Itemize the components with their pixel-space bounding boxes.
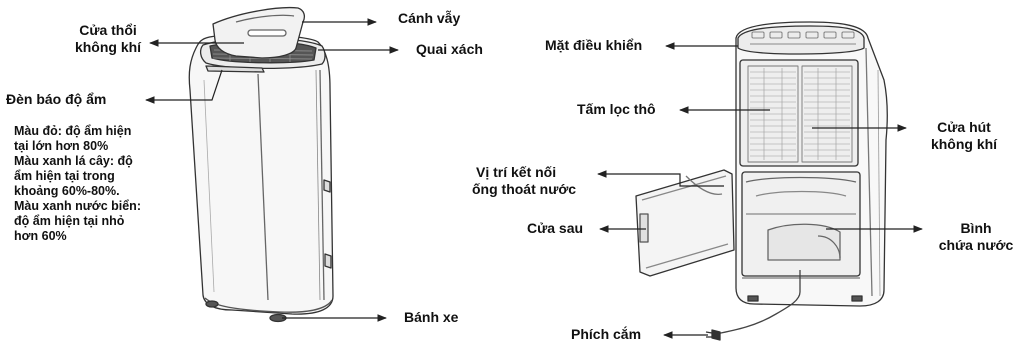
arrow-vi-tri <box>597 170 724 187</box>
left-dehumidifier-illustration <box>188 6 334 323</box>
label-cua-hut-line-2: không khí <box>930 136 998 152</box>
label-vi-tri-line-2: ống thoát nước <box>472 181 577 197</box>
leader-arrows <box>145 18 923 339</box>
label-den-bao-do-am: Đèn báo độ ẩm <box>6 91 107 107</box>
label-banh-xe: Bánh xe <box>404 309 459 325</box>
humidity-legend-line: độ ẩm hiện tại nhỏ <box>14 214 125 228</box>
label-phich-cam: Phích cắm <box>571 326 642 342</box>
humidity-legend: Màu đỏ: độ ẩm hiện tại lớn hơn 80% Màu x… <box>14 124 176 244</box>
humidity-legend-line: khoảng 60%-80%. <box>14 184 120 198</box>
label-tam-loc-tho: Tấm lọc thô <box>577 101 656 117</box>
humidity-legend-line: Màu xanh lá cây: độ <box>14 154 133 168</box>
label-quai-xach: Quai xách <box>416 41 483 57</box>
label-binh-line-2: chứa nước <box>938 237 1014 253</box>
arrow-den-bao <box>145 69 223 104</box>
label-binh-chua-nuoc: Bình chứa nước <box>928 220 1024 254</box>
label-mat-dieu-khien: Mặt điều khiển <box>545 37 643 53</box>
label-binh-line-1: Bình <box>960 220 992 236</box>
label-vi-tri-line-1: Vị trí kết nối <box>476 164 557 180</box>
label-cua-thoi-khong-khi: Cửa thổi không khí <box>60 22 156 56</box>
right-dehumidifier-illustration <box>635 21 888 341</box>
label-cua-hut-line-1: Cửa hút <box>937 119 991 135</box>
humidity-legend-line: Màu xanh nước biển: <box>14 199 141 213</box>
label-canh-vay: Cánh vẫy <box>398 10 461 26</box>
humidity-legend-line: hơn 60% <box>14 229 67 243</box>
humidity-legend-line: ẩm hiện tại trong <box>14 169 115 183</box>
label-cua-thoi-line-1: Cửa thổi <box>79 22 137 38</box>
humidity-legend-line: tại lớn hơn 80% <box>14 139 109 153</box>
humidity-legend-line: Màu đỏ: độ ẩm hiện <box>14 124 132 138</box>
label-cua-sau: Cửa sau <box>527 220 584 236</box>
label-vi-tri-ket-noi: Vị trí kết nối ống thoát nước <box>472 164 576 198</box>
label-cua-thoi-line-2: không khí <box>74 39 142 55</box>
label-cua-hut-khong-khi: Cửa hút không khí <box>916 119 1012 153</box>
